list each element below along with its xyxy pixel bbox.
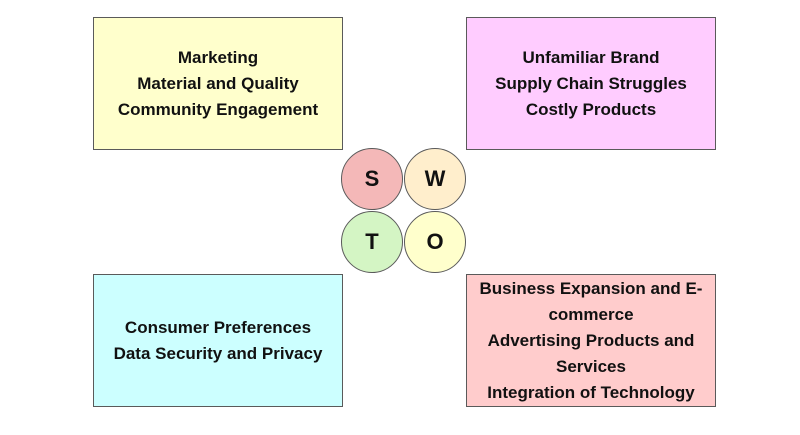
weaknesses-circle: W — [404, 148, 466, 210]
threats-list: Consumer Preferences Data Security and P… — [114, 315, 323, 367]
opportunities-item: Integration of Technology — [487, 382, 695, 402]
threats-item: Data Security and Privacy — [113, 343, 323, 363]
strengths-item: Marketing — [177, 47, 259, 67]
weaknesses-item: Supply Chain Struggles — [495, 73, 687, 93]
opportunities-list: Business Expansion and E-commerce Advert… — [471, 276, 711, 406]
strengths-item: Material and Quality — [137, 73, 299, 93]
threats-box: Consumer Preferences Data Security and P… — [93, 274, 343, 407]
opportunities-item: Advertising Products and Services — [487, 330, 695, 376]
weaknesses-item: Costly Products — [525, 99, 657, 119]
strengths-list: Marketing Material and Quality Community… — [118, 45, 318, 123]
strengths-circle: S — [341, 148, 403, 210]
strengths-item: Community Engagement — [117, 99, 319, 119]
threats-item: Consumer Preferences — [124, 317, 312, 337]
opportunities-box: Business Expansion and E-commerce Advert… — [466, 274, 716, 407]
weaknesses-list: Unfamiliar Brand Supply Chain Struggles … — [495, 45, 687, 123]
opportunities-item: Business Expansion and E-commerce — [479, 278, 703, 324]
opportunities-circle: O — [404, 211, 466, 273]
threats-circle: T — [341, 211, 403, 273]
weaknesses-item: Unfamiliar Brand — [522, 47, 660, 67]
weaknesses-box: Unfamiliar Brand Supply Chain Struggles … — [466, 17, 716, 150]
strengths-box: Marketing Material and Quality Community… — [93, 17, 343, 150]
